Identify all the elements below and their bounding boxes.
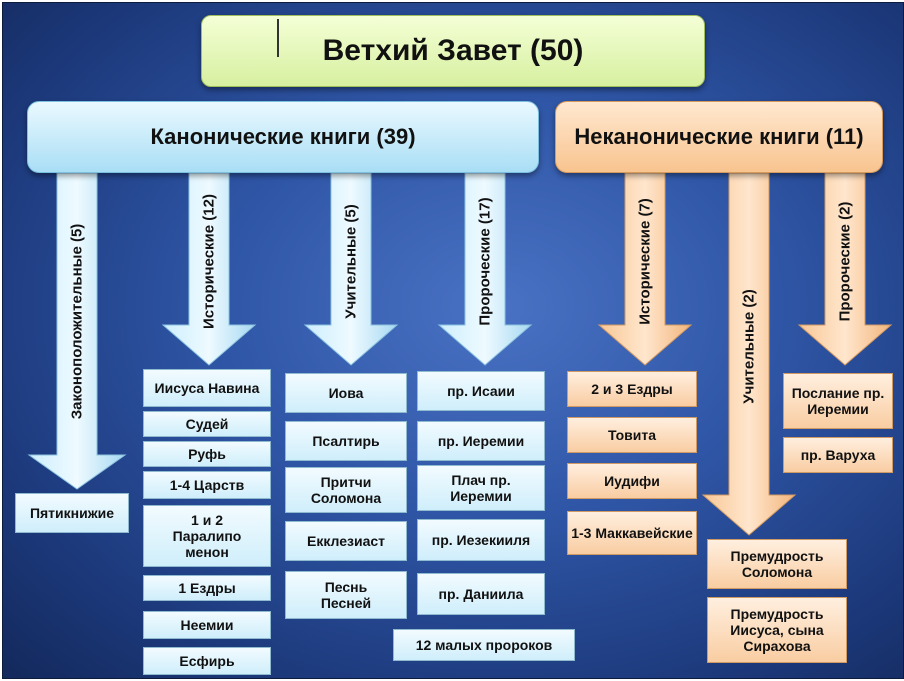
arrow-historical — [161, 172, 257, 366]
group-label-historical: Исторические (12) — [200, 194, 218, 329]
book-kings: 1-4 Царств — [143, 471, 271, 499]
book-nehemiah: Неемии — [143, 611, 271, 639]
book-wisdom-solomon: Премудрость Соломона — [707, 539, 847, 589]
book-ezekiel: пр. Иезекииля — [417, 519, 545, 561]
book-baruch: пр. Варуха — [783, 437, 893, 473]
text-cursor — [277, 19, 279, 57]
arrows-layer — [27, 172, 893, 536]
arrow-lawgiving — [27, 172, 127, 490]
arrow-teaching — [303, 172, 399, 366]
book-proverbs: Притчи Соломона — [285, 467, 407, 513]
book-minor-prophets: 12 малых пророков — [393, 629, 575, 661]
group-label-prophetic: Пророческие (17) — [476, 197, 494, 326]
book-judges: Судей — [143, 411, 271, 437]
book-maccabees: 1-3 Маккавейские — [567, 511, 697, 555]
book-isaiah: пр. Исаии — [417, 371, 545, 411]
book-esther: Есфирь — [143, 647, 271, 675]
group-label-nc-prophetic: Пророческие (2) — [836, 201, 854, 322]
book-pentateuch: Пятикнижие — [15, 493, 129, 533]
book-song: Песнь Песней — [285, 571, 407, 619]
book-daniel: пр. Даниила — [417, 573, 545, 615]
canonical-header: Канонические книги (39) — [27, 101, 539, 173]
noncanonical-header: Неканонические книги (11) — [555, 101, 883, 173]
arrow-nc-historical — [597, 172, 693, 366]
group-label-teaching: Учительные (5) — [342, 204, 360, 319]
book-chronicles: 1 и 2 Паралипо менон — [143, 505, 271, 567]
book-sirach: Премудрость Иисуса, сына Сирахова — [707, 597, 847, 663]
book-2-3-ezra: 2 и 3 Ездры — [567, 371, 697, 407]
group-label-nc-historical: Исторические (7) — [636, 198, 654, 325]
book-ezra: 1 Ездры — [143, 575, 271, 601]
book-joshua: Иисуса Навина — [143, 369, 271, 407]
title-box: Ветхий Завет (50) — [201, 15, 705, 87]
book-judith: Иудифи — [567, 463, 697, 499]
book-epistle-jeremiah: Послание пр. Иеремии — [783, 373, 893, 429]
arrow-nc-teaching — [701, 172, 797, 536]
book-tobit: Товита — [567, 417, 697, 453]
book-ruth: Руфь — [143, 441, 271, 467]
book-job: Иова — [285, 373, 407, 413]
book-ecclesiastes: Екклезиаст — [285, 521, 407, 561]
arrow-prophetic — [437, 172, 533, 366]
arrow-nc-prophetic — [797, 172, 893, 366]
book-jeremiah: пр. Иеремии — [417, 421, 545, 461]
group-label-lawgiving: Законоположительные (5) — [68, 223, 86, 420]
book-psalter: Псалтирь — [285, 421, 407, 461]
group-label-nc-teaching: Учительные (2) — [740, 289, 758, 404]
book-lamentations: Плач пр. Иеремии — [417, 465, 545, 511]
